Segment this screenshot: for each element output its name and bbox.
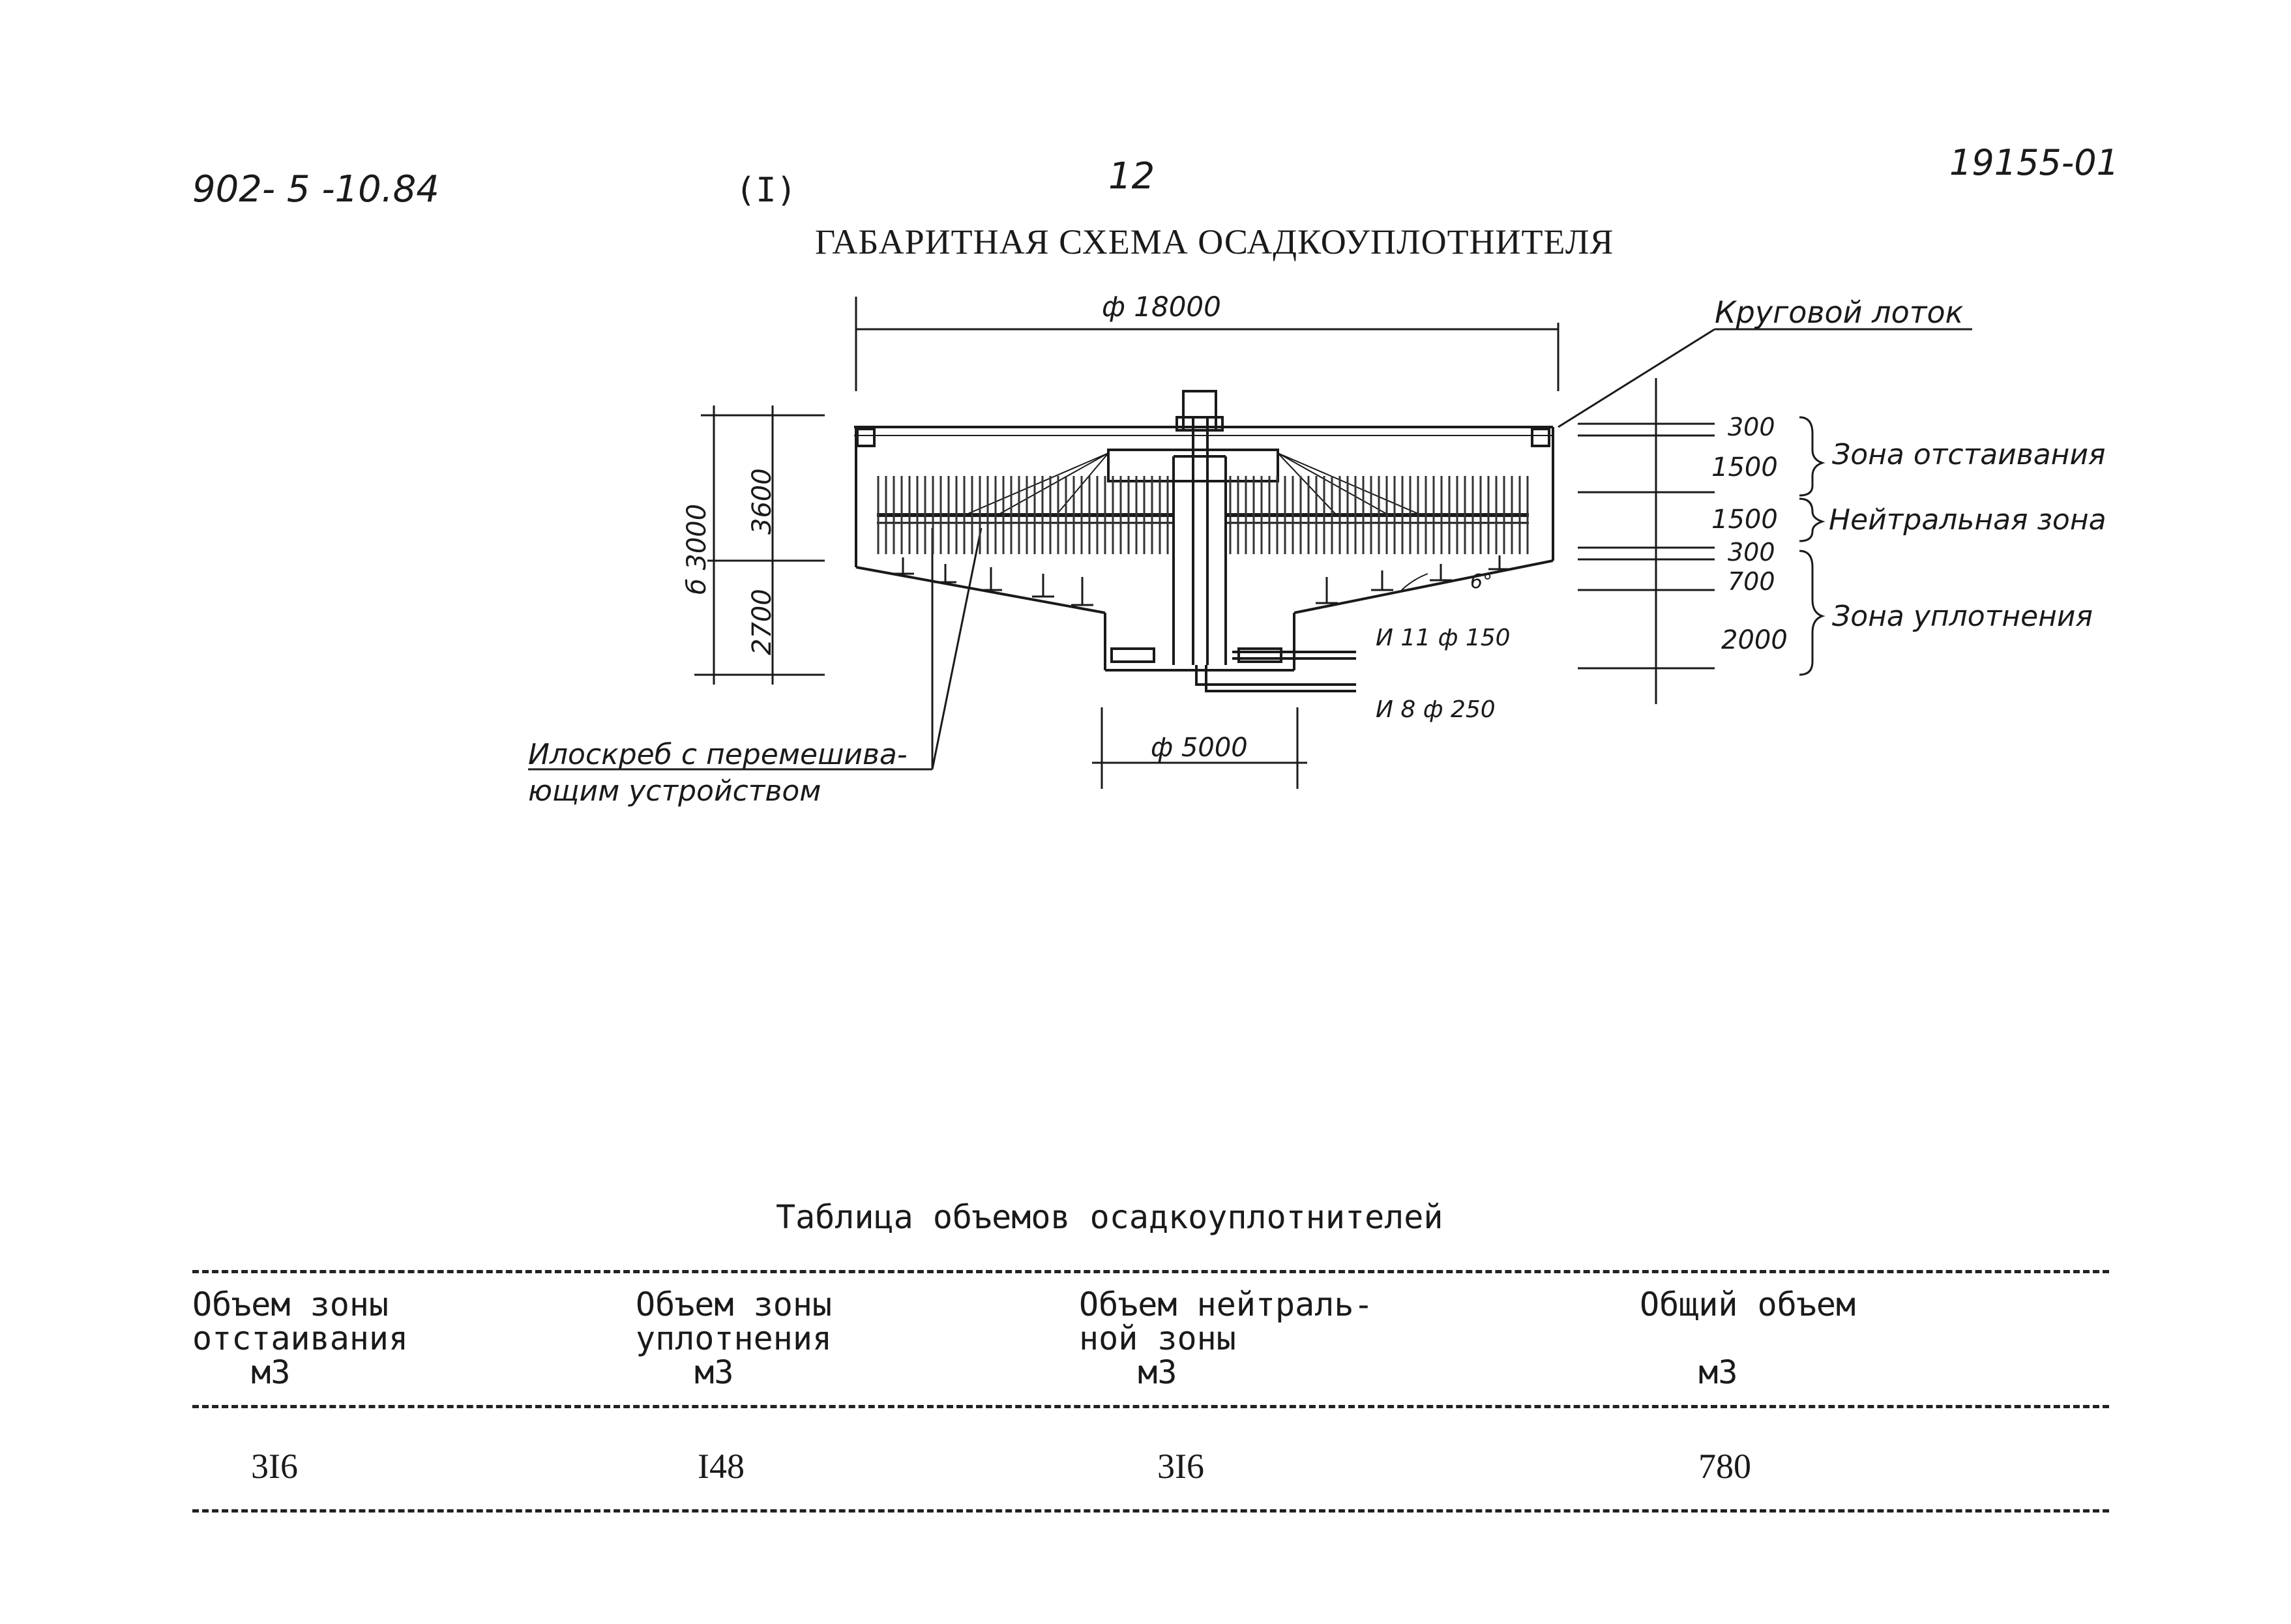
scraper-label-2: ющим устройством xyxy=(528,775,821,808)
outlet-pipe-label: И 11 ф 150 xyxy=(1376,625,1511,651)
page-number: 12 xyxy=(1108,155,1155,198)
header-total-volume: Общий объем м3 xyxy=(1640,1286,1856,1391)
header-settling-volume: Объем зоны отстаивания м3 xyxy=(192,1286,409,1391)
level-label: 1500 xyxy=(1711,452,1778,482)
channel-label: Круговой лоток xyxy=(1715,295,1964,330)
level-label: 300 xyxy=(1728,538,1775,567)
level-label: 700 xyxy=(1728,567,1775,596)
inlet-pipe-label: И 8 ф 250 xyxy=(1376,696,1496,723)
drawing-title: ГАБАРИТНАЯ СХЕМА ОСАДКОУПЛОТНИТЕЛЯ xyxy=(815,222,1614,261)
zone-compaction-label: Зона уплотнения xyxy=(1832,600,2093,633)
archive-number: 19155-01 xyxy=(1949,142,2119,183)
total-height-label: б 3000 xyxy=(682,504,712,595)
rake-hatch-left xyxy=(877,476,1170,554)
value-compaction-volume: I48 xyxy=(698,1447,745,1486)
document-code: 902- 5 -10.84 xyxy=(192,168,439,211)
level-label: 300 xyxy=(1728,413,1775,441)
rake-hatch-right xyxy=(1229,476,1529,554)
value-neutral-volume: 3I6 xyxy=(1157,1447,1204,1486)
sheet-reference: (I) xyxy=(735,171,797,210)
slope-angle-label: 6° xyxy=(1470,570,1492,593)
level-label: 1500 xyxy=(1711,505,1778,535)
zone-settling-label: Зона отстаивания xyxy=(1832,438,2106,471)
upper-height-label: 3600 xyxy=(747,468,777,535)
value-total-volume: 780 xyxy=(1698,1447,1751,1486)
table-title: Таблица объемов осадкоуплотнителей xyxy=(776,1198,1443,1236)
table-rule-bottom xyxy=(192,1509,2109,1513)
diameter-top-label: ф 18000 xyxy=(1102,291,1221,323)
diameter-bottom-label: ф 5000 xyxy=(1151,733,1248,763)
header-neutral-volume: Объем нейтраль- ной зоны м3 xyxy=(1079,1286,1374,1391)
value-settling-volume: 3I6 xyxy=(251,1447,298,1486)
table-rule-top xyxy=(192,1270,2109,1273)
zone-neutral-label: Нейтральная зона xyxy=(1829,503,2106,537)
table-rule-middle xyxy=(192,1405,2109,1408)
header-compaction-volume: Объем зоны уплотнения м3 xyxy=(636,1286,833,1391)
scraper-label-1: Илоскреб с перемешива- xyxy=(528,738,908,771)
lower-height-label: 2700 xyxy=(747,589,777,655)
level-label: 2000 xyxy=(1721,625,1788,655)
